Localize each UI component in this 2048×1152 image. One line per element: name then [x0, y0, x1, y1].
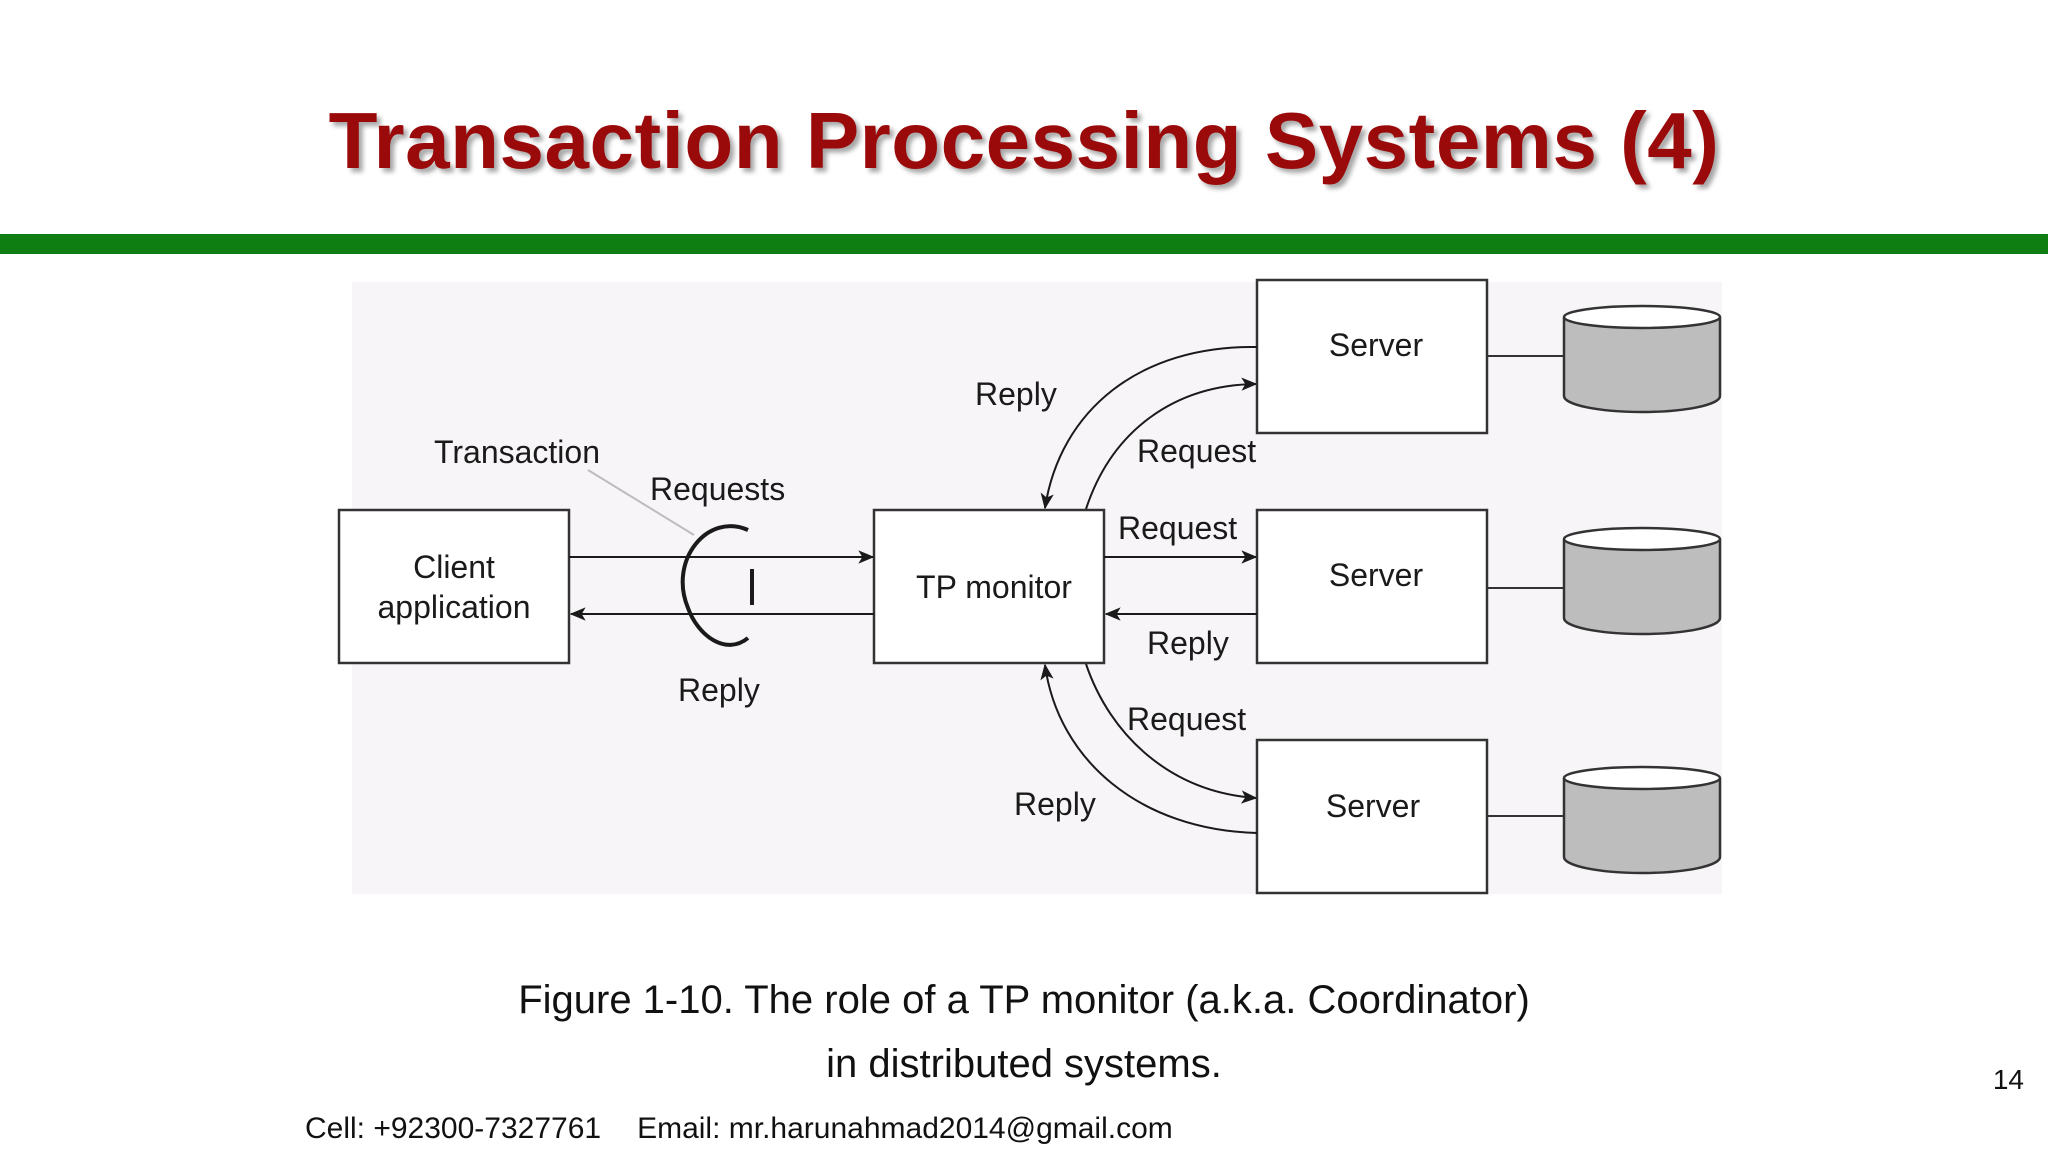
server-label-middle: Server: [1329, 557, 1424, 593]
client-label-line2: application: [378, 589, 531, 625]
top-reply-arrow: [1040, 345, 1258, 510]
slide-title: Transaction Processing Systems (4): [328, 96, 1720, 185]
middle-request-label: Request: [1118, 510, 1237, 546]
top-request-arrow: [1085, 377, 1258, 510]
figure-caption-line2: in distributed systems.: [826, 1042, 1222, 1086]
bottom-request-label: Request: [1127, 701, 1246, 737]
server-label-top: Server: [1329, 327, 1424, 363]
transaction-label: Transaction: [434, 434, 600, 470]
top-request-label: Request: [1137, 433, 1256, 469]
figure-caption-line1: Figure 1-10. The role of a TP monitor (a…: [518, 978, 1530, 1022]
bottom-reply-label: Reply: [1014, 786, 1096, 822]
contact-footer: Cell: +92300-7327761 Email: mr.harunahmad…: [305, 1112, 1209, 1146]
page-number: 14: [1992, 1064, 2024, 1095]
server-box-middle: [1255, 508, 1489, 665]
database-icon-bottom: [1487, 765, 1722, 875]
bottom-reply-arrow: [1040, 663, 1258, 834]
server-label-bottom: Server: [1326, 788, 1421, 824]
tp-monitor-label: TP monitor: [916, 569, 1072, 605]
client-reply-label: Reply: [678, 672, 760, 708]
database-icon-middle: [1487, 526, 1722, 636]
client-application-box: [337, 508, 571, 665]
server-box-bottom: [1255, 738, 1489, 895]
client-label-line1: Client: [413, 549, 495, 585]
requests-label: Requests: [650, 471, 785, 507]
title-divider-bar: [0, 234, 2048, 254]
contact-cell: Cell: +92300-7327761: [305, 1112, 602, 1145]
database-icon-top: [1487, 304, 1722, 414]
tp-monitor-box: [872, 508, 1106, 665]
server-box-top: [1255, 278, 1489, 435]
top-reply-label: Reply: [975, 376, 1057, 412]
bottom-request-arrow: [1085, 663, 1258, 804]
transaction-bracket-icon: [587, 469, 754, 647]
middle-reply-label: Reply: [1147, 625, 1229, 661]
contact-email: Email: mr.harunahmad2014@gmail.com: [637, 1112, 1173, 1145]
